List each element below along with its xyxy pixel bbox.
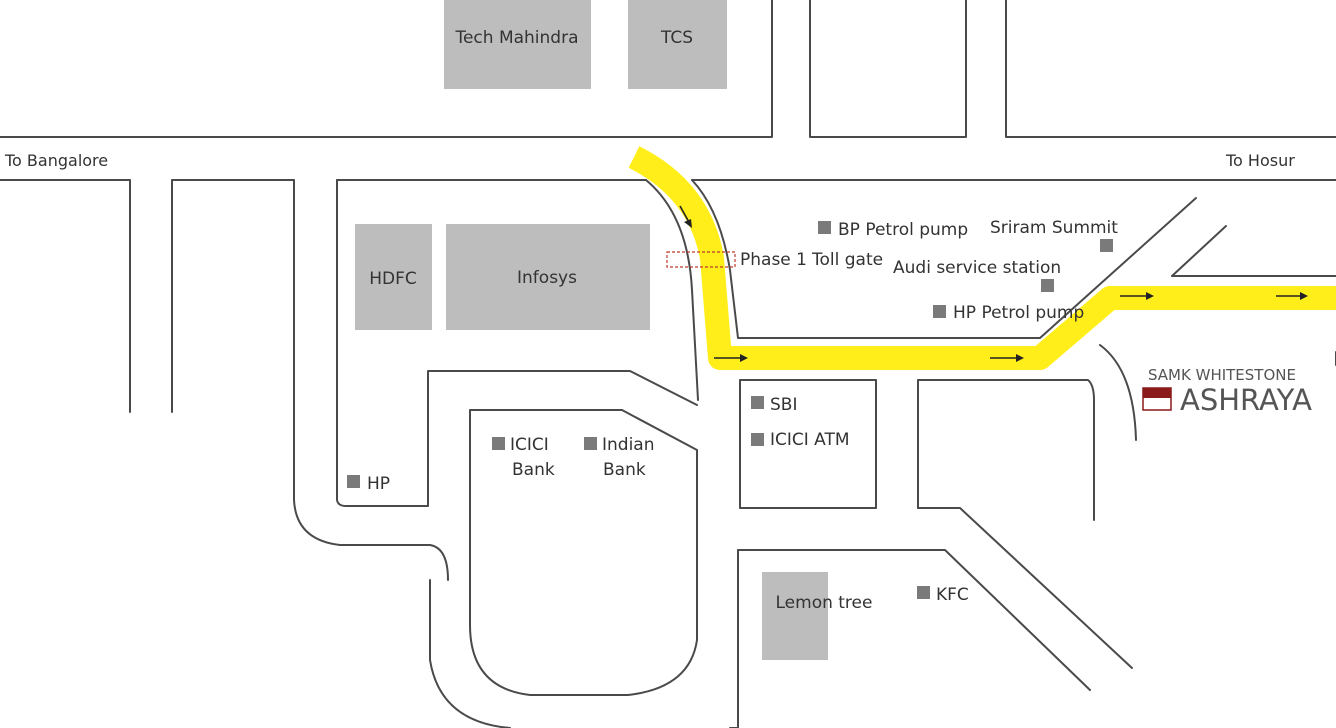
poi-marker-icon xyxy=(584,437,597,450)
label-hp: HP xyxy=(367,474,390,494)
label-lemon-tree: Lemon tree xyxy=(776,593,873,613)
label-bp-petrol: BP Petrol pump xyxy=(838,220,968,240)
label-infosys: Infosys xyxy=(517,268,577,288)
label-icici-bank-2: Bank xyxy=(512,460,555,480)
brand-logo-icon-fill xyxy=(1143,388,1171,398)
poi-marker-icon xyxy=(917,586,930,599)
arrow-icon xyxy=(1276,292,1308,300)
route-arrows xyxy=(679,205,1308,362)
building-infosys xyxy=(446,224,650,330)
brand-line1: SAMK WHITESTONE xyxy=(1148,366,1296,384)
label-sriram-summit: Sriram Summit xyxy=(990,218,1118,238)
label-tollgate: Toll gate xyxy=(811,250,883,270)
arrow-icon xyxy=(714,354,748,362)
label-kfc: KFC xyxy=(936,585,969,605)
label-indian-bank-1: Indian xyxy=(602,435,655,455)
poi-marker-icon xyxy=(1100,239,1113,252)
poi-marker-icon xyxy=(751,433,764,446)
brand-line2: ASHRAYA xyxy=(1180,383,1312,417)
building-tcs xyxy=(628,0,727,89)
poi-marker-icon xyxy=(492,437,505,450)
poi-marker-icon xyxy=(1041,279,1054,292)
building-tech-mahindra xyxy=(444,0,591,89)
poi-marker-icon xyxy=(751,396,764,409)
arrow-icon xyxy=(1120,292,1154,300)
direction-east: To Hosur xyxy=(1225,151,1295,170)
buildings xyxy=(355,0,828,660)
label-hdfc: HDFC xyxy=(369,269,417,289)
building-lemon-tree xyxy=(762,572,828,660)
brand-logo: SAMK WHITESTONE ASHRAYA xyxy=(1142,366,1312,417)
poi-marker-icon xyxy=(347,475,360,488)
label-tcs: TCS xyxy=(660,28,693,48)
map-labels: To Bangalore To Hosur Tech Mahindra TCS … xyxy=(4,28,1295,613)
label-audi: Audi service station xyxy=(893,258,1061,278)
direction-west: To Bangalore xyxy=(4,151,108,170)
label-indian-bank-2: Bank xyxy=(603,460,646,480)
arrow-icon xyxy=(990,354,1024,362)
building-hdfc xyxy=(355,224,432,330)
label-phase1: Phase 1 xyxy=(740,250,807,270)
label-icici-bank-1: ICICI xyxy=(510,435,549,455)
poi-marker-icon xyxy=(818,221,831,234)
label-hp-petrol: HP Petrol pump xyxy=(953,303,1084,323)
poi-marker-icon xyxy=(933,305,946,318)
arrow-icon xyxy=(679,205,692,228)
label-sbi: SBI xyxy=(770,395,797,415)
label-icici-atm: ICICI ATM xyxy=(770,430,850,450)
poi-markers xyxy=(347,221,1113,599)
label-tech-mahindra: Tech Mahindra xyxy=(454,28,578,48)
tollgate-marker xyxy=(666,251,736,268)
